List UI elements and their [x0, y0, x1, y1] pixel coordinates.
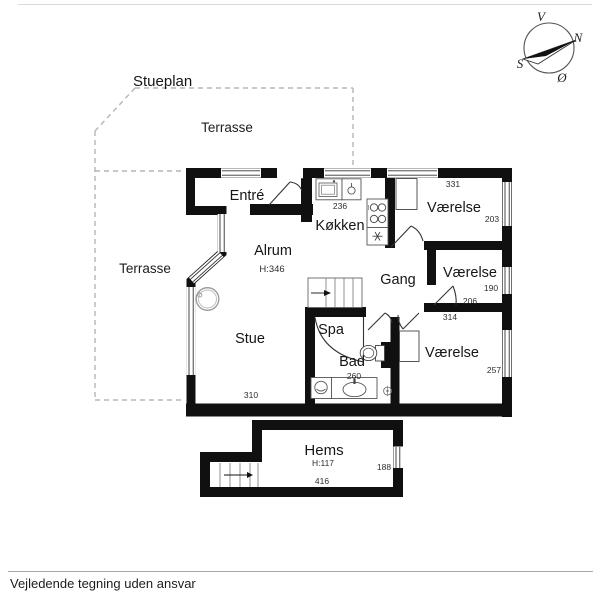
wardrobe-se [399, 330, 420, 362]
door-bad [367, 312, 393, 331]
label-kokken: Køkken [315, 218, 364, 234]
terrace-outline [94, 87, 354, 401]
compass-rose: V N S Ø [517, 9, 584, 85]
label-entre: Entré [230, 188, 265, 204]
hems-window [393, 446, 403, 468]
label-gang: Gang [380, 272, 415, 288]
washbasin [331, 377, 378, 399]
dim-stue: 310 [244, 390, 258, 400]
door-vaerelse-se [397, 312, 420, 330]
main-stairs [307, 277, 363, 308]
label-bad: Bad [339, 354, 365, 370]
dishwasher [341, 178, 362, 201]
dim-bad: 260 [347, 371, 361, 381]
kitchen-sink [315, 178, 343, 201]
dim-vaerelse-e-depth: 190 [484, 283, 498, 293]
label-stue: Stue [235, 331, 265, 347]
plan-title: Stueplan [133, 73, 192, 90]
toilet [359, 344, 385, 362]
compass-needle-north [523, 40, 576, 59]
compass-south-label: S [517, 56, 524, 71]
door-vaerelse-ne [390, 225, 424, 248]
dim-hems-depth: 188 [377, 462, 391, 472]
bath-fixtures [310, 344, 392, 399]
windows [186, 167, 512, 377]
wood-stove [195, 287, 220, 311]
dim-kokken: 236 [333, 201, 347, 211]
compass-east-label: Ø [556, 70, 567, 85]
terrace-left-label: Terrasse [119, 261, 171, 276]
entry-door [268, 181, 303, 206]
doors [268, 181, 457, 363]
labels: Stueplan Terrasse Terrasse Entré 236 Køk… [119, 73, 501, 486]
terrace-top-label: Terrasse [201, 120, 253, 135]
footer-disclaimer: Vejledende tegning uden ansvar [10, 576, 196, 591]
label-vaerelse-e: Værelse [443, 265, 497, 281]
label-alrum: Alrum [254, 243, 292, 259]
ceiling-alrum: H:346 [259, 264, 284, 275]
label-vaerelse-se: Værelse [425, 345, 479, 361]
floor-drain [383, 385, 392, 397]
dim-vaerelse-se-depth: 257 [487, 365, 501, 375]
dim-vaerelse-e-width: 206 [463, 296, 477, 306]
entry-opening [277, 167, 303, 179]
ceiling-hems: H:117 [312, 458, 334, 468]
label-hems: Hems [304, 442, 343, 459]
dim-vaerelse-ne-width: 331 [446, 179, 460, 189]
kitchen-fixtures [315, 178, 389, 246]
dim-vaerelse-ne-depth: 203 [485, 214, 499, 224]
compass-north-label: N [573, 30, 584, 45]
label-spa: Spa [318, 322, 345, 338]
freezer [366, 227, 389, 246]
compass-west-label: V [537, 9, 547, 24]
dim-hems-width: 416 [315, 476, 329, 486]
compass-circle [523, 22, 575, 74]
stove [366, 198, 389, 228]
dim-vaerelse-se-width: 314 [443, 312, 457, 322]
label-vaerelse-ne: Værelse [427, 200, 481, 216]
hems-walls [200, 420, 403, 497]
hems-stairs-arrow [224, 472, 253, 478]
hems-block [200, 420, 403, 497]
wardrobe-ne [395, 178, 418, 210]
door-vaerelse-e [433, 285, 457, 306]
washing-machine [310, 377, 332, 399]
